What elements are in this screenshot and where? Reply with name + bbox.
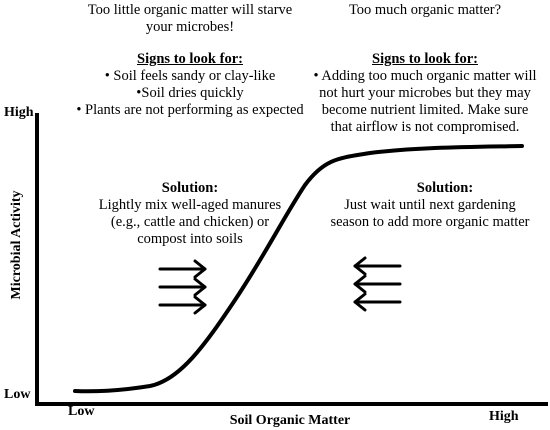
right-arrow-icon: [158, 277, 207, 297]
left-solution-heading: Solution:: [161, 180, 219, 196]
right-solution-heading: Solution:: [416, 180, 474, 196]
left-title: Too little organic matter will starve yo…: [40, 2, 340, 36]
left-signs-heading: Signs to look for:: [137, 51, 243, 67]
right-solution-line: season to add more organic matter: [330, 214, 530, 230]
right-sign-item: that airflow is not compromised.: [330, 119, 520, 135]
right-signs-list: • Adding too much organic matter will no…: [300, 68, 550, 136]
right-arrow-icon: [158, 295, 207, 315]
x-axis-low-label: Low: [68, 404, 95, 419]
left-solution-line: compost into soils: [137, 231, 243, 247]
left-sign-item: • Plants are not performing as expected: [76, 102, 304, 118]
left-arrow-icon: [353, 256, 402, 276]
left-arrows-group: [353, 256, 402, 312]
left-arrow-icon: [353, 292, 402, 312]
right-signs-heading: Signs to look for:: [372, 51, 478, 67]
right-sign-item: • Adding too much organic matter will: [313, 68, 537, 84]
y-axis-title: Microbial Activity: [9, 190, 24, 300]
right-solution-text: Just wait until next gardening season to…: [310, 197, 550, 231]
left-title-line: Too little organic matter will starve: [87, 2, 293, 18]
left-sign-item: •Soil dries quickly: [136, 85, 244, 101]
right-title: Too much organic matter?: [348, 2, 502, 18]
x-axis-title: Soil Organic Matter: [229, 413, 351, 428]
right-sign-item: become nutrient limited. Make sure: [321, 102, 529, 118]
right-arrows-group: [158, 259, 207, 315]
left-sign-item: • Soil feels sandy or clay-like: [104, 68, 276, 84]
left-arrow-icon: [353, 274, 402, 294]
right-solution-line: Just wait until next gardening: [344, 197, 516, 213]
left-title-line: your microbes!: [145, 19, 235, 35]
left-signs-list: • Soil feels sandy or clay-like •Soil dr…: [40, 68, 340, 119]
x-axis-high-label: High: [489, 409, 519, 424]
y-axis-high-label: High: [4, 105, 34, 120]
sigmoid-curve: [73, 144, 524, 394]
right-sign-item: not hurt your microbes but they may: [319, 85, 531, 101]
left-solution-line: Lightly mix well-aged manures: [98, 197, 282, 213]
y-axis-low-label: Low: [4, 387, 31, 402]
left-solution-text: Lightly mix well-aged manures (e.g., cat…: [50, 197, 330, 248]
right-arrow-icon: [158, 259, 207, 279]
left-solution-line: (e.g., cattle and chicken) or: [110, 214, 270, 230]
